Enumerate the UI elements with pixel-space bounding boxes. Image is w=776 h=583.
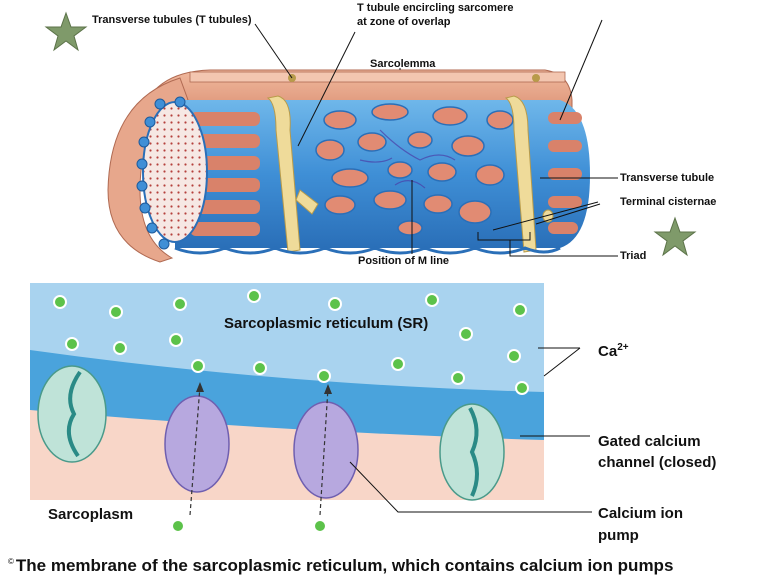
figure-caption: ©The membrane of the sarcoplasmic reticu… [8,556,776,576]
star-decoration-top-left [44,11,88,52]
sarcolemma-top-band [189,71,566,83]
calcium-pump-label-line1: Calcium ion [598,505,684,522]
calcium-pump-label-line2: pump [598,527,639,544]
top-leader-lines [254,19,618,257]
t-tubule-opening-right [532,74,540,82]
pump-arrowhead-right [324,384,332,394]
m-line-label: Position of M line [358,255,450,267]
sr-label: Sarcoplasmic reticulum (SR) [224,315,429,332]
gated-channel-right [439,403,505,501]
terminal-cisternae-label: Terminal cisternae [620,196,717,208]
calcium-pump-right [293,401,359,499]
calcium-ions [53,289,529,533]
t-tubules-label: Transverse tubules (T tubules) [92,14,252,26]
sr-membrane [30,350,544,440]
gated-channel-label-line1: Gated calcium [598,433,701,450]
transverse-tubule-label: Transverse tubule [620,172,715,184]
myofibril-stripes-right [548,112,582,234]
t-tubule-encircling-label-line1: T tubule encircling sarcomere [357,2,514,14]
calcium-label-charge: 2+ [617,342,629,353]
gated-channel-label-line2: channel (closed) [598,454,717,471]
fiber-bottom-edge [174,246,561,255]
calcium-label: Ca2+ [598,338,629,362]
pump-arrowhead-left [196,382,204,392]
gated-channel-left [37,365,107,463]
star-decoration-right [653,216,697,257]
caption-text: The membrane of the sarcoplasmic reticul… [15,556,674,575]
calcium-pump-left [164,395,230,493]
pump-arrows [189,385,329,516]
sr-network-lines [359,129,456,189]
cross-section-tubules [136,96,186,250]
sarcolemma-label: Sarcolemma [370,58,436,70]
sarcoplasm-label: Sarcoplasm [48,506,134,523]
bottom-leader-lines [349,347,592,513]
calcium-label-base: Ca [598,343,618,360]
triad-label: Triad [620,250,647,262]
copyright-mark: © [8,557,14,567]
t-tubule-encircling-label-line2: at zone of overlap [357,16,451,28]
sr-network-holes [315,103,514,236]
